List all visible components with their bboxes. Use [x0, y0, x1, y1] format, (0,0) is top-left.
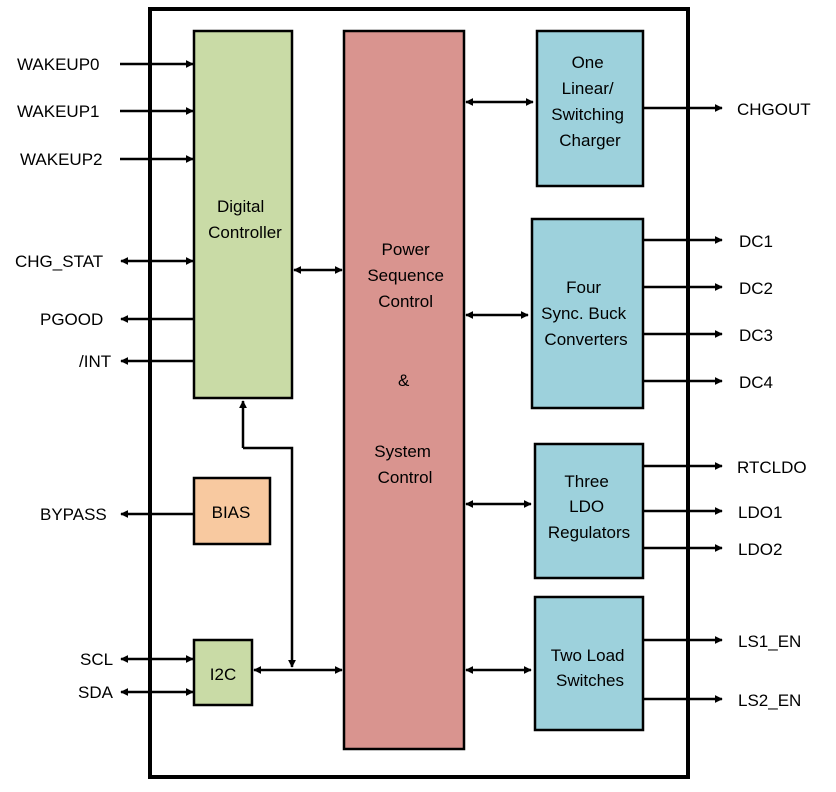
bias-label: BIAS [212, 503, 251, 522]
i2c-block [192, 638, 254, 707]
pin-ls2-en: LS2_EN [738, 691, 801, 710]
buck-converters-block [530, 217, 645, 410]
ldo-regulators-block [533, 442, 645, 580]
load-switches-label: Two Load Switches [551, 646, 629, 690]
pin-dc4: DC4 [739, 373, 773, 392]
controller-i2c-bus [243, 446, 296, 668]
load-switches-block [533, 595, 645, 732]
pin-dc2: DC2 [739, 279, 773, 298]
pin-ldo1: LDO1 [738, 503, 782, 522]
pin-chg-stat: CHG_STAT [15, 252, 103, 271]
pin-dc3: DC3 [739, 326, 773, 345]
pin-chgout: CHGOUT [737, 100, 811, 119]
chip-outline [148, 7, 690, 779]
ldo-regulators-label: Three LDO Regulators [548, 472, 630, 542]
power-sequence-control-block [342, 29, 466, 751]
pin-wakeup0: WAKEUP0 [17, 55, 100, 74]
pin-dc1: DC1 [739, 232, 773, 251]
buck-converters-label: Four Sync. Buck Converters [541, 278, 631, 349]
pin-rtcldo: RTCLDO [737, 458, 807, 477]
digital-controller-block [192, 29, 294, 400]
pin-wakeup2: WAKEUP2 [20, 150, 103, 169]
pin-int: /INT [79, 352, 111, 371]
pin-sda: SDA [78, 683, 114, 702]
pin-ldo2: LDO2 [738, 540, 782, 559]
pin-scl: SCL [80, 650, 113, 669]
pin-pgood: PGOOD [40, 310, 103, 329]
bias-block [192, 476, 272, 546]
digital-controller-label: Digital Controller [208, 197, 282, 242]
pin-bypass: BYPASS [40, 505, 107, 524]
pin-wakeup1: WAKEUP1 [17, 102, 100, 121]
charger-block [535, 29, 645, 188]
power-sequence-control-label: Power Sequence Control & System Control [367, 240, 448, 487]
pin-ls1-en: LS1_EN [738, 632, 801, 651]
i2c-label: I2C [210, 665, 236, 684]
charger-label: One Linear/ Switching Charger [551, 53, 629, 150]
